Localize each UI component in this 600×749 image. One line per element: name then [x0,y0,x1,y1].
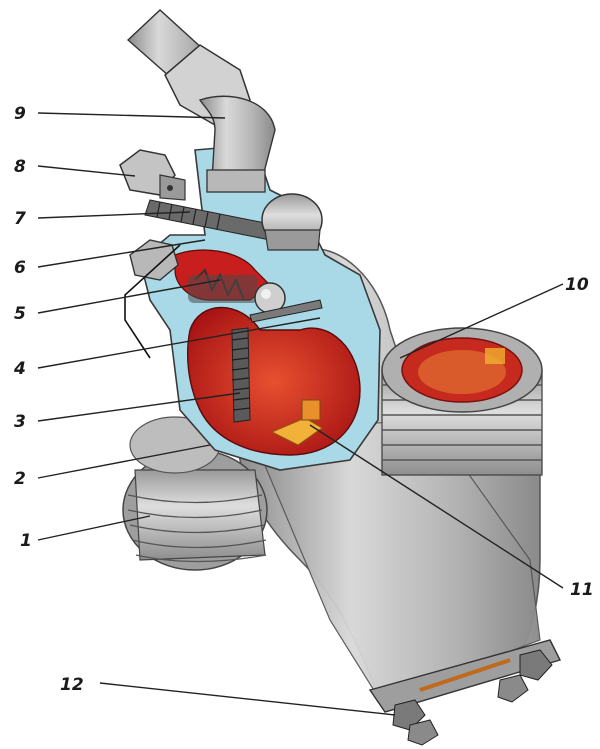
callout-6: 6 [14,258,26,278]
callout-4: 4 [13,359,26,379]
callout-2: 2 [14,469,26,489]
callout-5: 5 [14,304,26,324]
callout-12: 12 [60,675,84,695]
callout-11: 11 [570,580,594,600]
leader-12 [100,683,395,715]
outlet-fitting [382,328,542,475]
callout-1: 1 [20,531,32,551]
cap-nut [262,194,322,250]
callout-9: 9 [14,104,26,124]
callout-8: 8 [14,157,26,177]
callout-10: 10 [565,275,589,295]
callout-7: 7 [14,209,26,229]
callout-3: 3 [14,412,26,432]
stem-rod [232,328,250,422]
